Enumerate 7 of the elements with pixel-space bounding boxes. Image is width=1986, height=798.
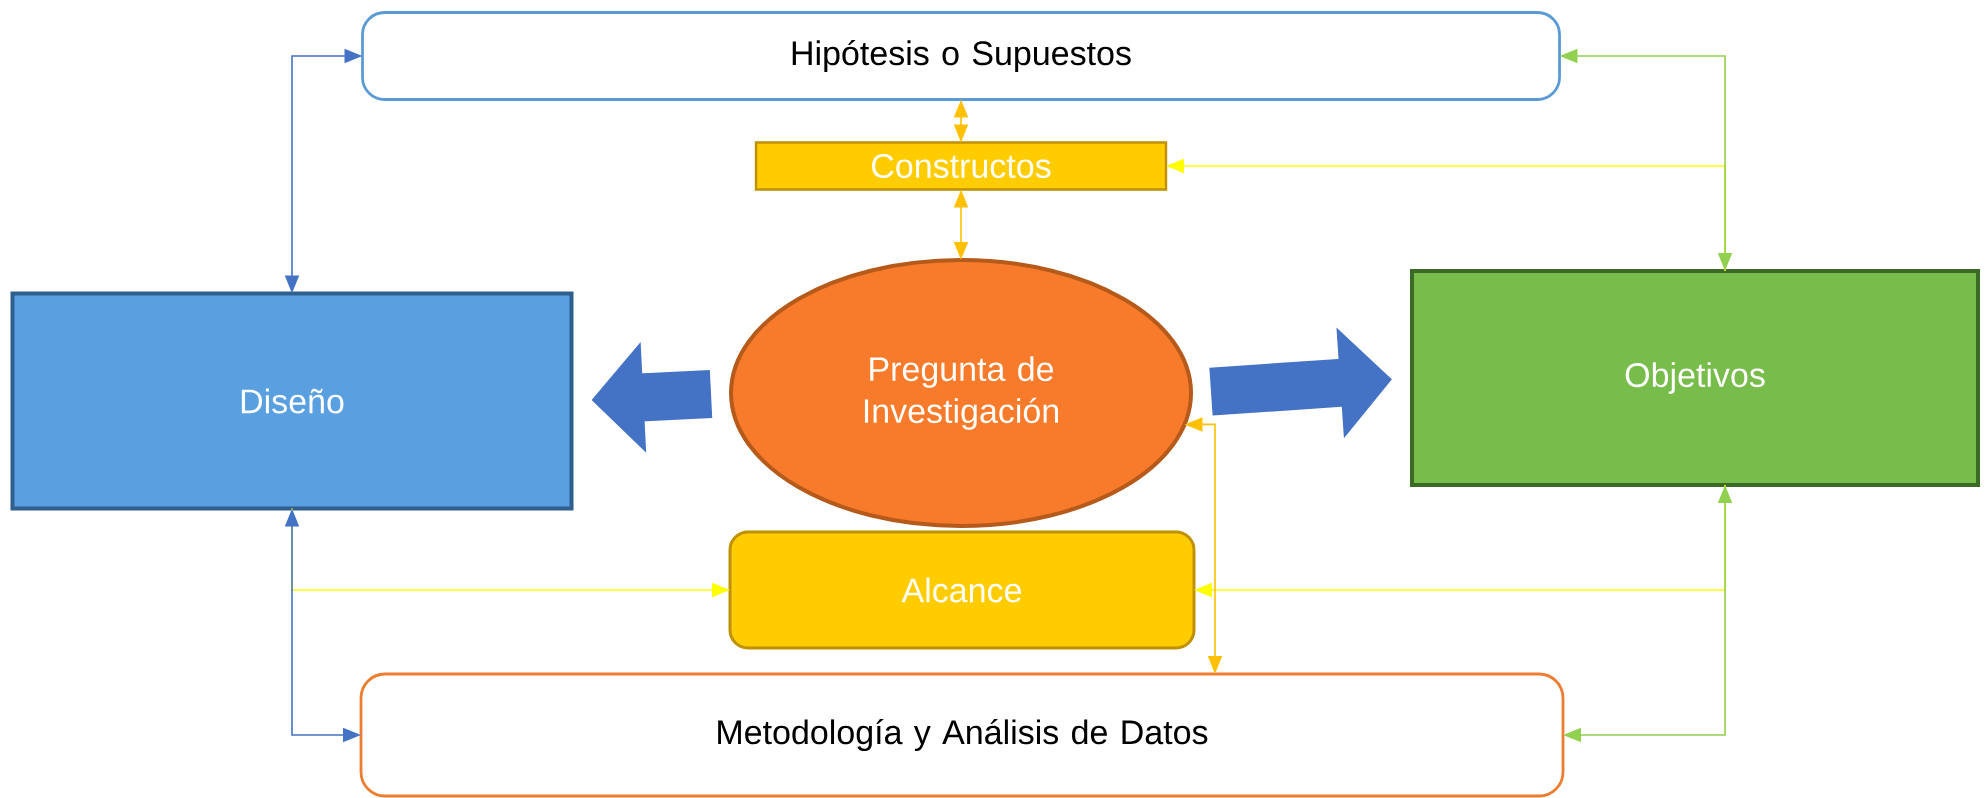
rectangle-box: Diseño (10, 291, 574, 511)
ellipse-node: Pregunta de Investigación (729, 258, 1193, 528)
rounded-box: Metodología y Análisis de Datos (359, 672, 1565, 798)
bar-box: Constructos (754, 141, 1168, 191)
rectangle-box: Objetivos (1410, 269, 1980, 487)
rounded-box: Hipótesis o Supuestos (361, 11, 1561, 101)
rounded-box: Alcance (728, 530, 1196, 650)
